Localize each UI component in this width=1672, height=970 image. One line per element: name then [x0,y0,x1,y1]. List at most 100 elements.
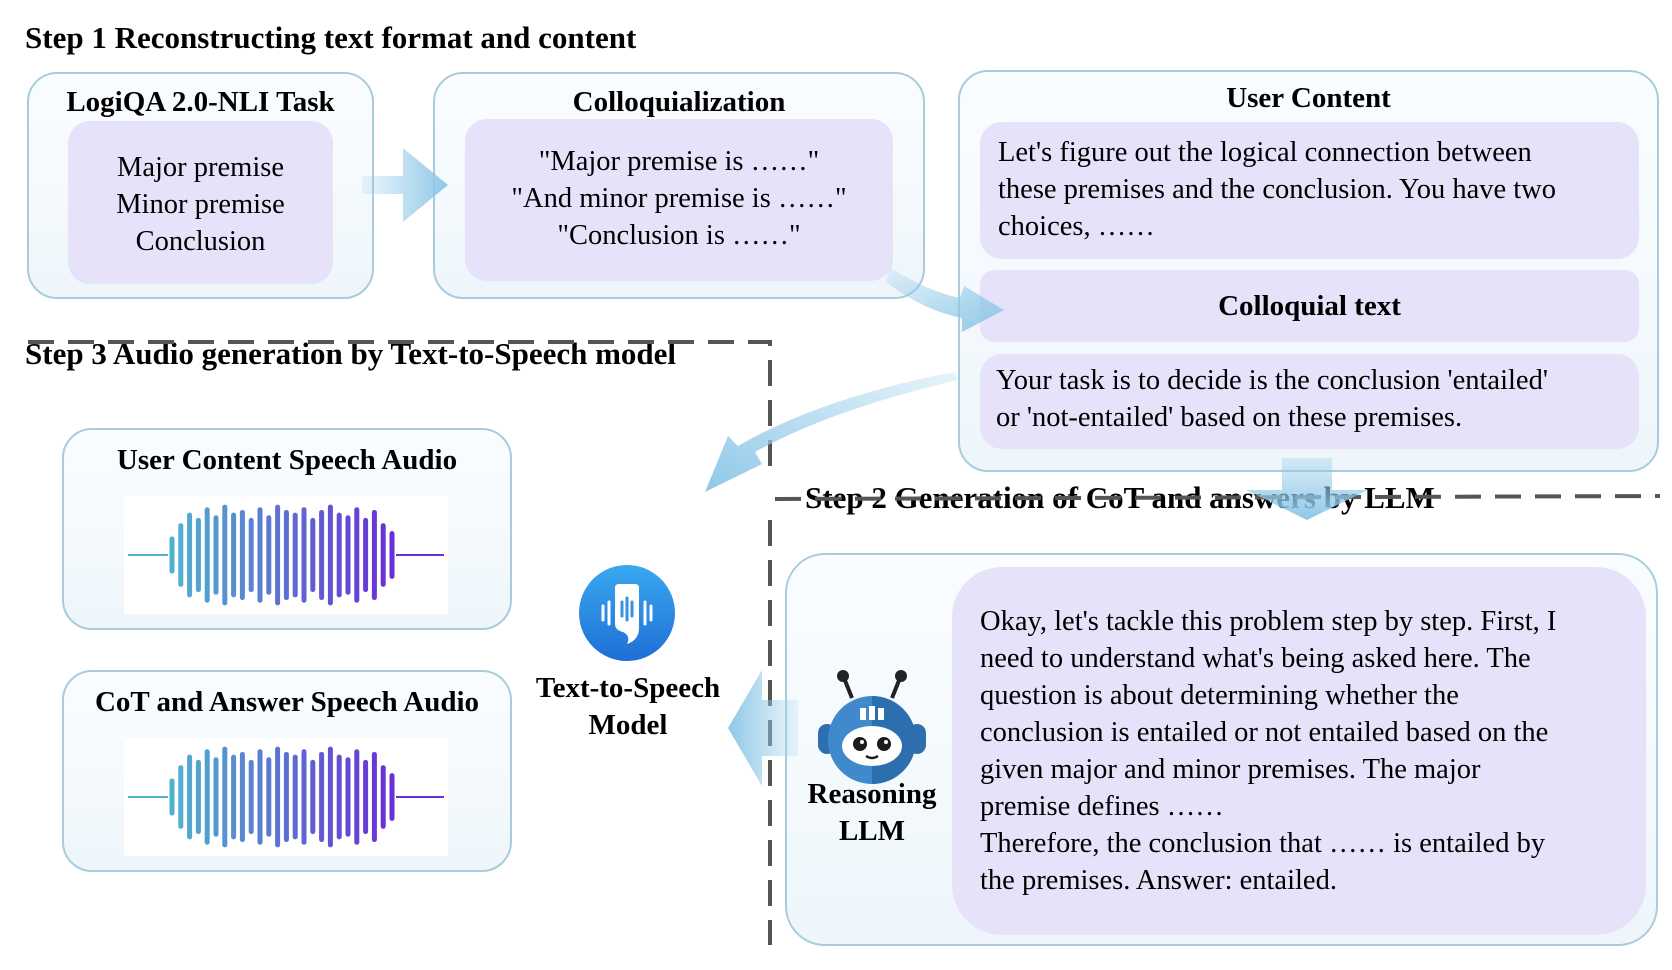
cot-line-8: the premises. Answer: entailed. [980,865,1337,896]
waveform-bar [248,759,254,835]
waveform-bar [363,759,369,835]
waveform-bar [319,751,325,843]
minor-premise-label: Minor premise [116,189,285,220]
waveform-bar [257,507,263,603]
waveform-bar [169,778,175,816]
user-task-line-1: Your task is to decide is the conclusion… [996,365,1548,396]
user-task-line-2: or 'not-entailed' based on these premise… [996,402,1463,433]
waveform-bar [301,749,307,845]
robot-icon [818,670,926,784]
waveform-bar [231,512,237,598]
tts-model-label: Text-to-Speech Model [518,670,738,744]
waveform-bar [336,754,342,840]
colloquial-text-panel: Colloquial text [980,270,1639,342]
waveform-bar [204,507,210,603]
waveform-bar [345,515,351,595]
user-task-panel: Your task is to decide is the conclusion… [980,354,1639,449]
waveform-bar [292,512,298,598]
colloquial-text-label: Colloquial text [1218,290,1401,322]
user-audio-box: User Content Speech Audio [62,428,512,630]
user-intro-line-1: Let's figure out the logical connection … [998,137,1532,168]
waveform-bar [222,504,228,606]
waveform-bar [248,517,254,593]
waveform-bar [371,751,377,843]
cot-audio-waveform [124,738,448,856]
waveform-bar [231,754,237,840]
waveform-bar [213,515,219,595]
waveform-bar [310,517,316,593]
task-components-panel: Major premise Minor premise Conclusion [68,121,333,284]
cot-answer-panel: Okay, let's tackle this problem step by … [952,567,1646,935]
waveform-bar [178,523,184,587]
user-content-title: User Content [1226,82,1391,114]
waveform-bar [257,749,263,845]
waveform-bar [363,517,369,593]
waveform-bar [301,507,307,603]
waveform-bar [345,757,351,837]
colloquialization-box: Colloquialization "Major premise is ……" … [433,72,925,299]
waveform-bar [178,765,184,829]
waveform-bar [380,523,386,587]
waveform-bar [239,509,245,601]
waveform-bar [204,749,210,845]
waveform-bar [275,504,281,606]
cot-line-2: need to understand what's being asked he… [980,643,1531,674]
user-audio-title: User Content Speech Audio [116,444,458,476]
cot-line-6: premise defines …… [980,791,1224,822]
cot-line-1: Okay, let's tackle this problem step by … [980,606,1557,637]
major-premise-label: Major premise [117,152,284,183]
conclusion-label: Conclusion [135,226,266,257]
user-intro-line-3: choices, …… [998,211,1155,242]
microphone-icon [579,565,675,661]
conclusion-sentence: "Conclusion is ……" [557,220,801,251]
user-content-box: User Content Let's figure out the logica… [958,70,1659,472]
user-intro-panel: Let's figure out the logical connection … [980,122,1639,259]
colloquialization-title: Colloquialization [572,86,786,118]
cot-line-7: Therefore, the conclusion that …… is ent… [980,828,1546,859]
waveform-bar [187,512,193,598]
cot-line-4: conclusion is entailed or not entailed b… [980,717,1549,748]
waveform-bar [187,754,193,840]
minor-premise-sentence: "And minor premise is ……" [511,183,847,214]
waveform-bar [275,746,281,848]
waveform-bar [354,507,360,603]
waveform-bar [380,765,386,829]
waveform-bar [292,754,298,840]
waveform-bar [195,759,201,835]
waveform-bar [266,515,272,595]
waveform-bar [266,757,272,837]
tts-label-line-1: Text-to-Speech [535,672,721,704]
user-intro-line-2: these premises and the conclusion. You h… [998,174,1557,205]
waveform-bar [239,751,245,843]
llm-label-line-2: LLM [838,815,906,847]
llm-label-line-1: Reasoning [807,778,937,810]
llm-generation-box: Okay, let's tackle this problem step by … [785,553,1658,946]
waveform-bar [389,531,395,579]
waveform-bar [327,746,333,848]
waveform-bar [169,536,175,574]
waveform-bar [319,509,325,601]
waveform-bar [283,751,289,843]
step1-heading: Step 1 Reconstructing text format and co… [25,20,637,55]
waveform-bar [336,512,342,598]
cot-audio-box: CoT and Answer Speech Audio [62,670,512,872]
cot-line-3: question is about determining whether th… [980,680,1459,711]
waveform-bar [354,749,360,845]
waveform-bar [195,517,201,593]
waveform-bar [327,504,333,606]
logiqa-task-title: LogiQA 2.0-NLI Task [66,86,335,118]
cot-line-5: given major and minor premises. The majo… [980,754,1481,785]
waveform-bar [310,759,316,835]
waveform-bar [222,746,228,848]
reasoning-llm-label: Reasoning LLM [780,776,964,850]
logiqa-task-box: LogiQA 2.0-NLI Task Major premise Minor … [27,72,374,299]
user-audio-waveform [124,496,448,614]
tts-label-line-2: Model [588,709,668,741]
cot-audio-title: CoT and Answer Speech Audio [94,686,480,718]
major-premise-sentence: "Major premise is ……" [538,146,820,177]
waveform-bar [213,757,219,837]
waveform-bar [371,509,377,601]
waveform-bar [389,773,395,821]
waveform-bar [283,509,289,601]
colloquial-sentences-panel: "Major premise is ……" "And minor premise… [465,119,893,281]
